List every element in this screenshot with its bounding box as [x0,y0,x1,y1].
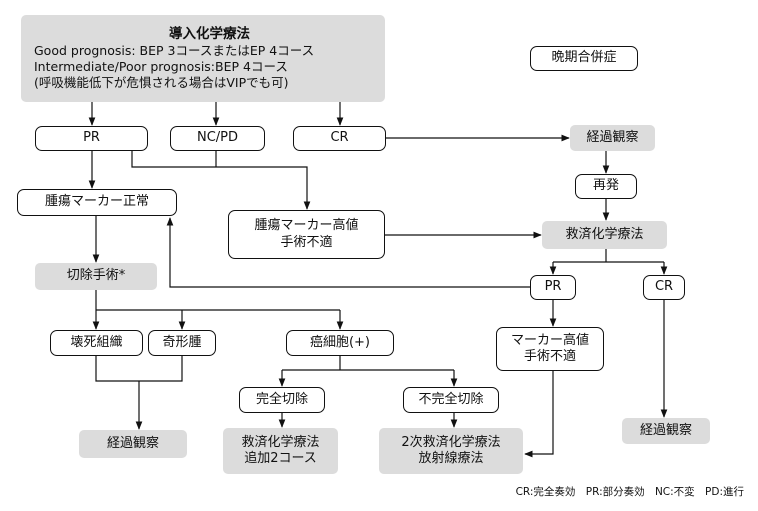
intro-chemotherapy-box: 導入化学療法 Good prognosis: BEP 3コースまたはEP 4コー… [21,15,385,102]
observation-box-2: 経過観察 [79,430,187,458]
observation-label-3: 経過観察 [639,422,692,438]
marker-normal-label: 腫瘍マーカー正常 [44,194,149,210]
observation-label-2: 経過観察 [106,435,159,451]
first-line-pr-box: PR [35,126,148,151]
resection-label: 切除手術* [66,268,126,284]
marker-high-unresectable-box-2: マーカー高値 手術不適 [496,327,604,371]
salvage-cr-label: CR [654,279,674,295]
observation-box-1: 経過観察 [570,125,655,151]
incomplete-resection-box: 不完全切除 [403,387,499,413]
first-line-ncpd-label: NC/PD [196,130,239,146]
second-line-box: 2次救済化学療法 放射線療法 [379,428,523,474]
teratoma-label: 奇形腫 [162,334,202,350]
necrosis-label: 壊死組織 [70,334,123,350]
observation-box-3: 経過観察 [622,418,710,444]
first-line-ncpd-box: NC/PD [170,126,265,151]
salvage-pr-box: PR [530,275,576,300]
cancer-cells-label: 癌細胞(+) [309,334,371,350]
first-line-pr-label: PR [83,130,100,146]
salvage-additional-box: 救済化学療法 追加2コース [223,428,338,474]
arrow-salvage-pr-to-marker-normal [166,217,530,288]
salvage-chemo-box: 救済化学療法 [542,221,667,249]
marker-high-label-2: マーカー高値 [510,332,589,348]
relapse-box: 再発 [575,174,637,199]
incomplete-resection-label: 不完全切除 [418,391,484,407]
marker-high-unresectable-box-1: 腫瘍マーカー高値 手術不適 [228,210,385,259]
late-complication-label: 晩期合併症 [551,50,617,66]
marker-high-label-1: 腫瘍マーカー高値 [254,218,359,234]
marker-normal-box: 腫瘍マーカー正常 [17,189,177,216]
legend-pr: PR:部分奏効 [585,486,645,498]
unresectable-label-2: 手術不適 [523,349,576,364]
salvage-chemo-label: 救済化学療法 [565,226,644,242]
teratoma-box: 奇形腫 [148,330,216,356]
legend-pd: PD:進行 [705,486,744,498]
salvage-pr-label: PR [544,279,562,295]
complete-resection-label: 完全切除 [255,391,308,407]
salvage-additional-label-2: 追加2コース [244,451,317,466]
relapse-label: 再発 [592,178,619,194]
salvage-cr-box: CR [643,275,685,300]
salvage-additional-label-1: 救済化学療法 [241,434,320,450]
necrosis-box: 壊死組織 [50,330,143,356]
second-line-label-1: 2次救済化学療法 [401,434,501,450]
complete-resection-box: 完全切除 [239,387,325,413]
intro-line-good: Good prognosis: BEP 3コースまたはEP 4コース [34,43,315,59]
first-line-cr-label: CR [330,130,349,146]
intro-title: 導入化学療法 [169,25,250,42]
unresectable-label-1: 手術不適 [280,234,333,250]
line-necrosis-merge [95,356,183,382]
late-complication-box: 晩期合併症 [530,46,638,71]
legend-nc: NC:不変 [654,486,695,498]
arrow-marker-high-2-to-second-line [524,371,554,458]
legend-cr: CR:完全奏効 [515,486,576,498]
arrow-pr-to-marker-high [131,151,311,210]
first-line-cr-box: CR [293,126,386,151]
observation-label-1: 経過観察 [586,129,639,145]
resection-box: 切除手術* [35,263,157,290]
second-line-label-2: 放射線療法 [418,451,484,466]
cancer-cells-box: 癌細胞(+) [286,330,394,356]
abbreviation-legend: CR:完全奏効 PR:部分奏効 NC:不変 PD:進行 [509,484,744,499]
intro-line-intermediate: Intermediate/Poor prognosis:BEP 4コース [34,59,288,75]
intro-line-vip: (呼吸機能低下が危惧される場合はVIPでも可) [34,75,289,91]
